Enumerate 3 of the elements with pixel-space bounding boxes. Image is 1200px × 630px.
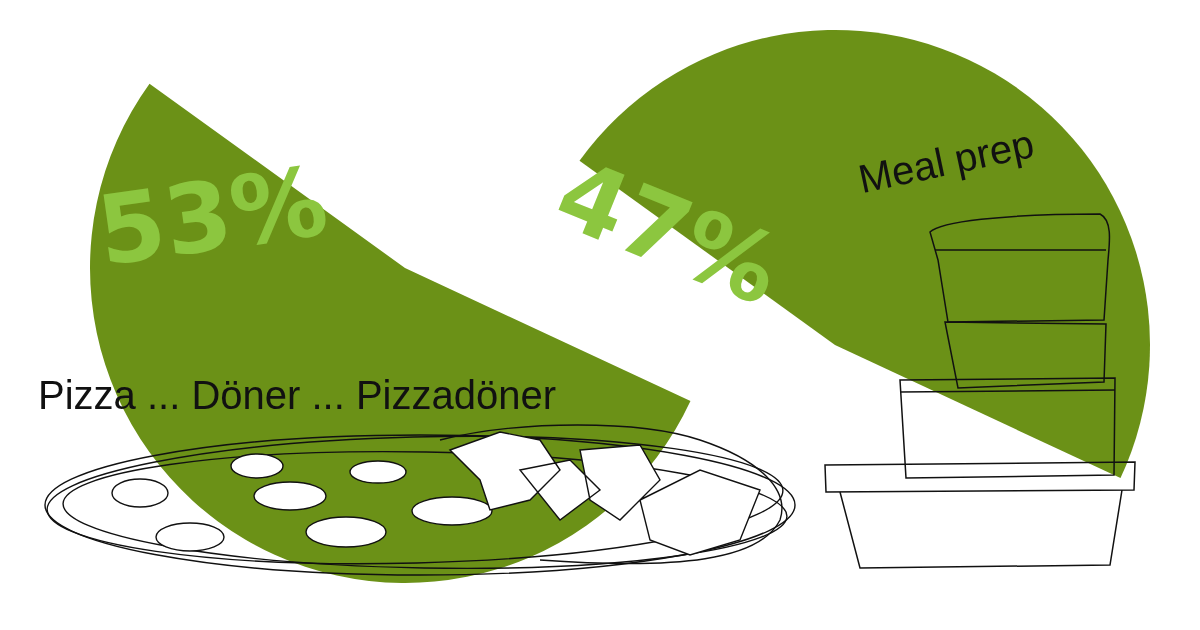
category-label: Meal prep bbox=[855, 123, 1038, 200]
percentage-label: 53% bbox=[92, 153, 333, 281]
percentage-label: 47% bbox=[544, 145, 794, 321]
